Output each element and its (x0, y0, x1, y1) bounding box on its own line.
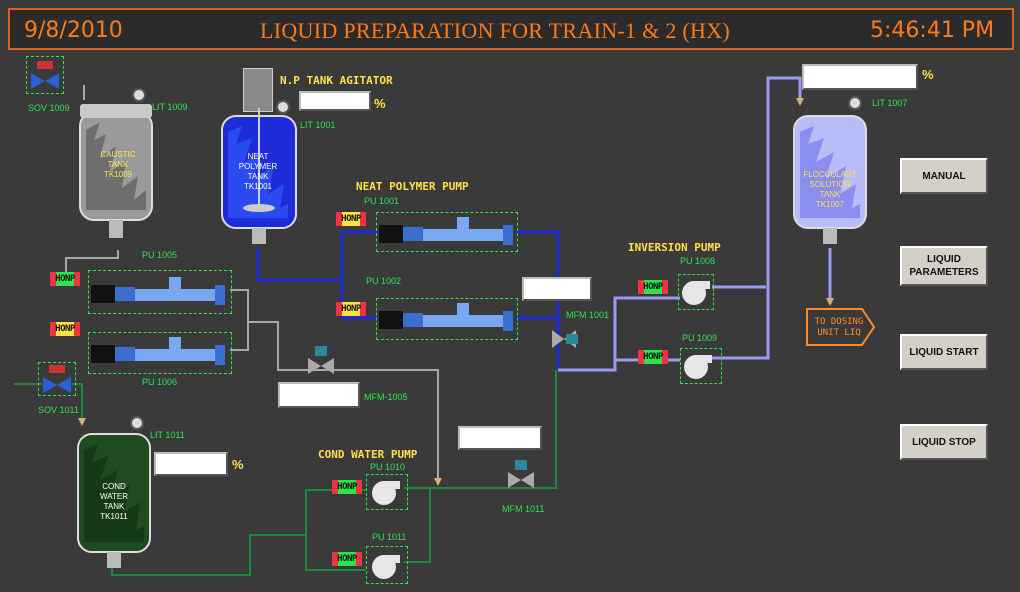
np-agitator-title: N.P TANK AGITATOR (280, 74, 393, 87)
pu-1001-mode-badge[interactable]: HONP (336, 212, 366, 226)
neat-polymer-tank[interactable] (218, 108, 302, 248)
page-title: LIQUID PREPARATION FOR TRAIN-1 & 2 (HX) (260, 18, 731, 43)
cond-water-pipe (14, 370, 557, 576)
flow-arrows (78, 98, 834, 486)
pu-1008-label: PU 1008 (680, 256, 716, 266)
tank-label-line: WATER (100, 492, 128, 501)
pu-1002-pump[interactable] (376, 298, 518, 340)
tank-label-line: CAUSTIC (100, 150, 136, 159)
tank-label-line: TANK (107, 160, 129, 169)
tank-label-line: TK1011 (100, 512, 128, 521)
dosing-label-line: TO DOSING (814, 317, 864, 327)
tank-label-line: NEAT (247, 152, 269, 161)
to-dosing-unit-link[interactable]: TO DOSING UNIT LIQ (806, 308, 876, 346)
pu-1005-pump[interactable] (88, 270, 232, 314)
inversion-pump-title: INVERSION PUMP (628, 241, 721, 254)
mfm-1001-label: MFM 1001 (566, 310, 610, 320)
caustic-tank[interactable] (76, 100, 158, 250)
cond-water-pump-title: COND WATER PUMP (318, 448, 418, 461)
tank-label-line: TK1001 (243, 182, 273, 191)
lit-1007-label: LIT 1007 (872, 98, 908, 108)
mfm-1005-value-box (278, 382, 360, 408)
sov-1011-valve[interactable] (38, 362, 76, 396)
cond-water-tank[interactable] (74, 426, 154, 574)
pu-1002-label: PU 1002 (366, 276, 402, 286)
pu-1011-mode-badge[interactable]: HONP (332, 552, 362, 566)
lit-1011-value-box (154, 452, 228, 476)
tank-label-line: TANK (819, 190, 841, 199)
mfm-1011-label: MFM 1011 (502, 504, 545, 514)
header-date: 9/8/2010 (24, 18, 123, 43)
manual-button[interactable]: MANUAL (900, 158, 988, 194)
pu-1001-label: PU 1001 (364, 196, 400, 206)
neat-polymer-pump-title: NEAT POLYMER PUMP (356, 180, 469, 193)
pu-1002-mode-badge[interactable]: HONP (336, 302, 366, 316)
pu-1010-pump[interactable] (366, 474, 408, 510)
lit-1011-gauge-icon (130, 416, 144, 430)
header-time: 5:46:41 PM (870, 18, 995, 43)
tank-label-line: TANK (103, 502, 125, 511)
pu-1010-label: PU 1010 (370, 462, 406, 472)
mfm-1001-value-box (522, 277, 592, 301)
pu-1001-pump[interactable] (376, 212, 518, 252)
lit-1001-value-box (299, 91, 371, 111)
mfm-1011-meter-icon[interactable] (506, 460, 536, 490)
mfm-1005-label: MFM-1005 (364, 392, 408, 402)
pu-1008-pump[interactable] (678, 274, 714, 310)
sov-1011-label: SOV 1011 (38, 405, 79, 415)
pu-1009-label: PU 1009 (682, 333, 718, 343)
tank-label-line: FLOCCULANT (803, 170, 857, 179)
lit-1001-percent: % (374, 96, 386, 111)
pu-1006-mode-badge[interactable]: HONP (50, 322, 80, 336)
pu-1010-mode-badge[interactable]: HONP (332, 480, 362, 494)
lit-1001-label: LIT 1001 (300, 120, 336, 130)
pu-1006-label: PU 1006 (142, 377, 178, 387)
to-dosing-unit-label: TO DOSING UNIT LIQ (810, 317, 868, 339)
cond-water-tank-label: COND WATER TANK TK1011 (86, 482, 142, 522)
liquid-parameters-button[interactable]: LIQUID PARAMETERS (900, 246, 988, 286)
lit-1011-label: LIT 1011 (150, 430, 185, 440)
dosing-label-line: UNIT LIQ (817, 328, 861, 338)
lit-1009-gauge-icon (132, 88, 146, 102)
neat-polymer-pipe (256, 230, 560, 370)
lit-1007-percent: % (922, 67, 934, 82)
tank-label-line: SOLUTION (809, 180, 851, 189)
flocculant-tank-label: FLOCCULANT SOLUTION TANK TK1007 (798, 170, 862, 210)
agitator-motor-icon (243, 68, 273, 112)
pu-1006-pump[interactable] (88, 332, 232, 374)
pu-1009-pump[interactable] (680, 348, 722, 384)
sov-1009-label: SOV 1009 (28, 103, 70, 113)
lit-1009-label: LIT 1009 (152, 102, 188, 112)
tank-label-line: COND (102, 482, 126, 491)
pu-1011-label: PU 1011 (372, 532, 407, 542)
pu-1008-mode-badge[interactable]: HONP (638, 280, 668, 294)
lit-1007-value-box (802, 64, 918, 90)
pu-1009-mode-badge[interactable]: HONP (638, 350, 668, 364)
tank-label-line: POLYMER (238, 162, 278, 171)
sov-1009-valve[interactable] (26, 56, 64, 94)
tank-label-line: TK1009 (103, 170, 133, 179)
flocculant-tank[interactable] (790, 108, 870, 248)
tank-label-line: TK1007 (815, 200, 845, 209)
lit-1011-percent: % (232, 457, 244, 472)
caustic-pipe (65, 85, 439, 480)
mfm-1001-meter-icon[interactable] (552, 326, 582, 352)
lit-1007-gauge-icon (848, 96, 862, 110)
pu-1005-label: PU 1005 (142, 250, 178, 260)
header-bar: 9/8/2010 LIQUID PREPARATION FOR TRAIN-1 … (8, 8, 1014, 50)
liquid-start-button[interactable]: LIQUID START (900, 334, 988, 370)
lit-1001-gauge-icon (276, 100, 290, 114)
tank-label-line: TANK (247, 172, 269, 181)
mfm-1005-meter-icon[interactable] (306, 346, 336, 376)
pu-1005-mode-badge[interactable]: HONP (50, 272, 80, 286)
neat-polymer-tank-label: NEAT POLYMER TANK TK1001 (230, 152, 286, 192)
pu-1011-pump[interactable] (366, 546, 408, 584)
mfm-1011-value-box (458, 426, 542, 450)
caustic-tank-label: CAUSTIC TANK TK1009 (90, 150, 146, 180)
liquid-stop-button[interactable]: LIQUID STOP (900, 424, 988, 460)
